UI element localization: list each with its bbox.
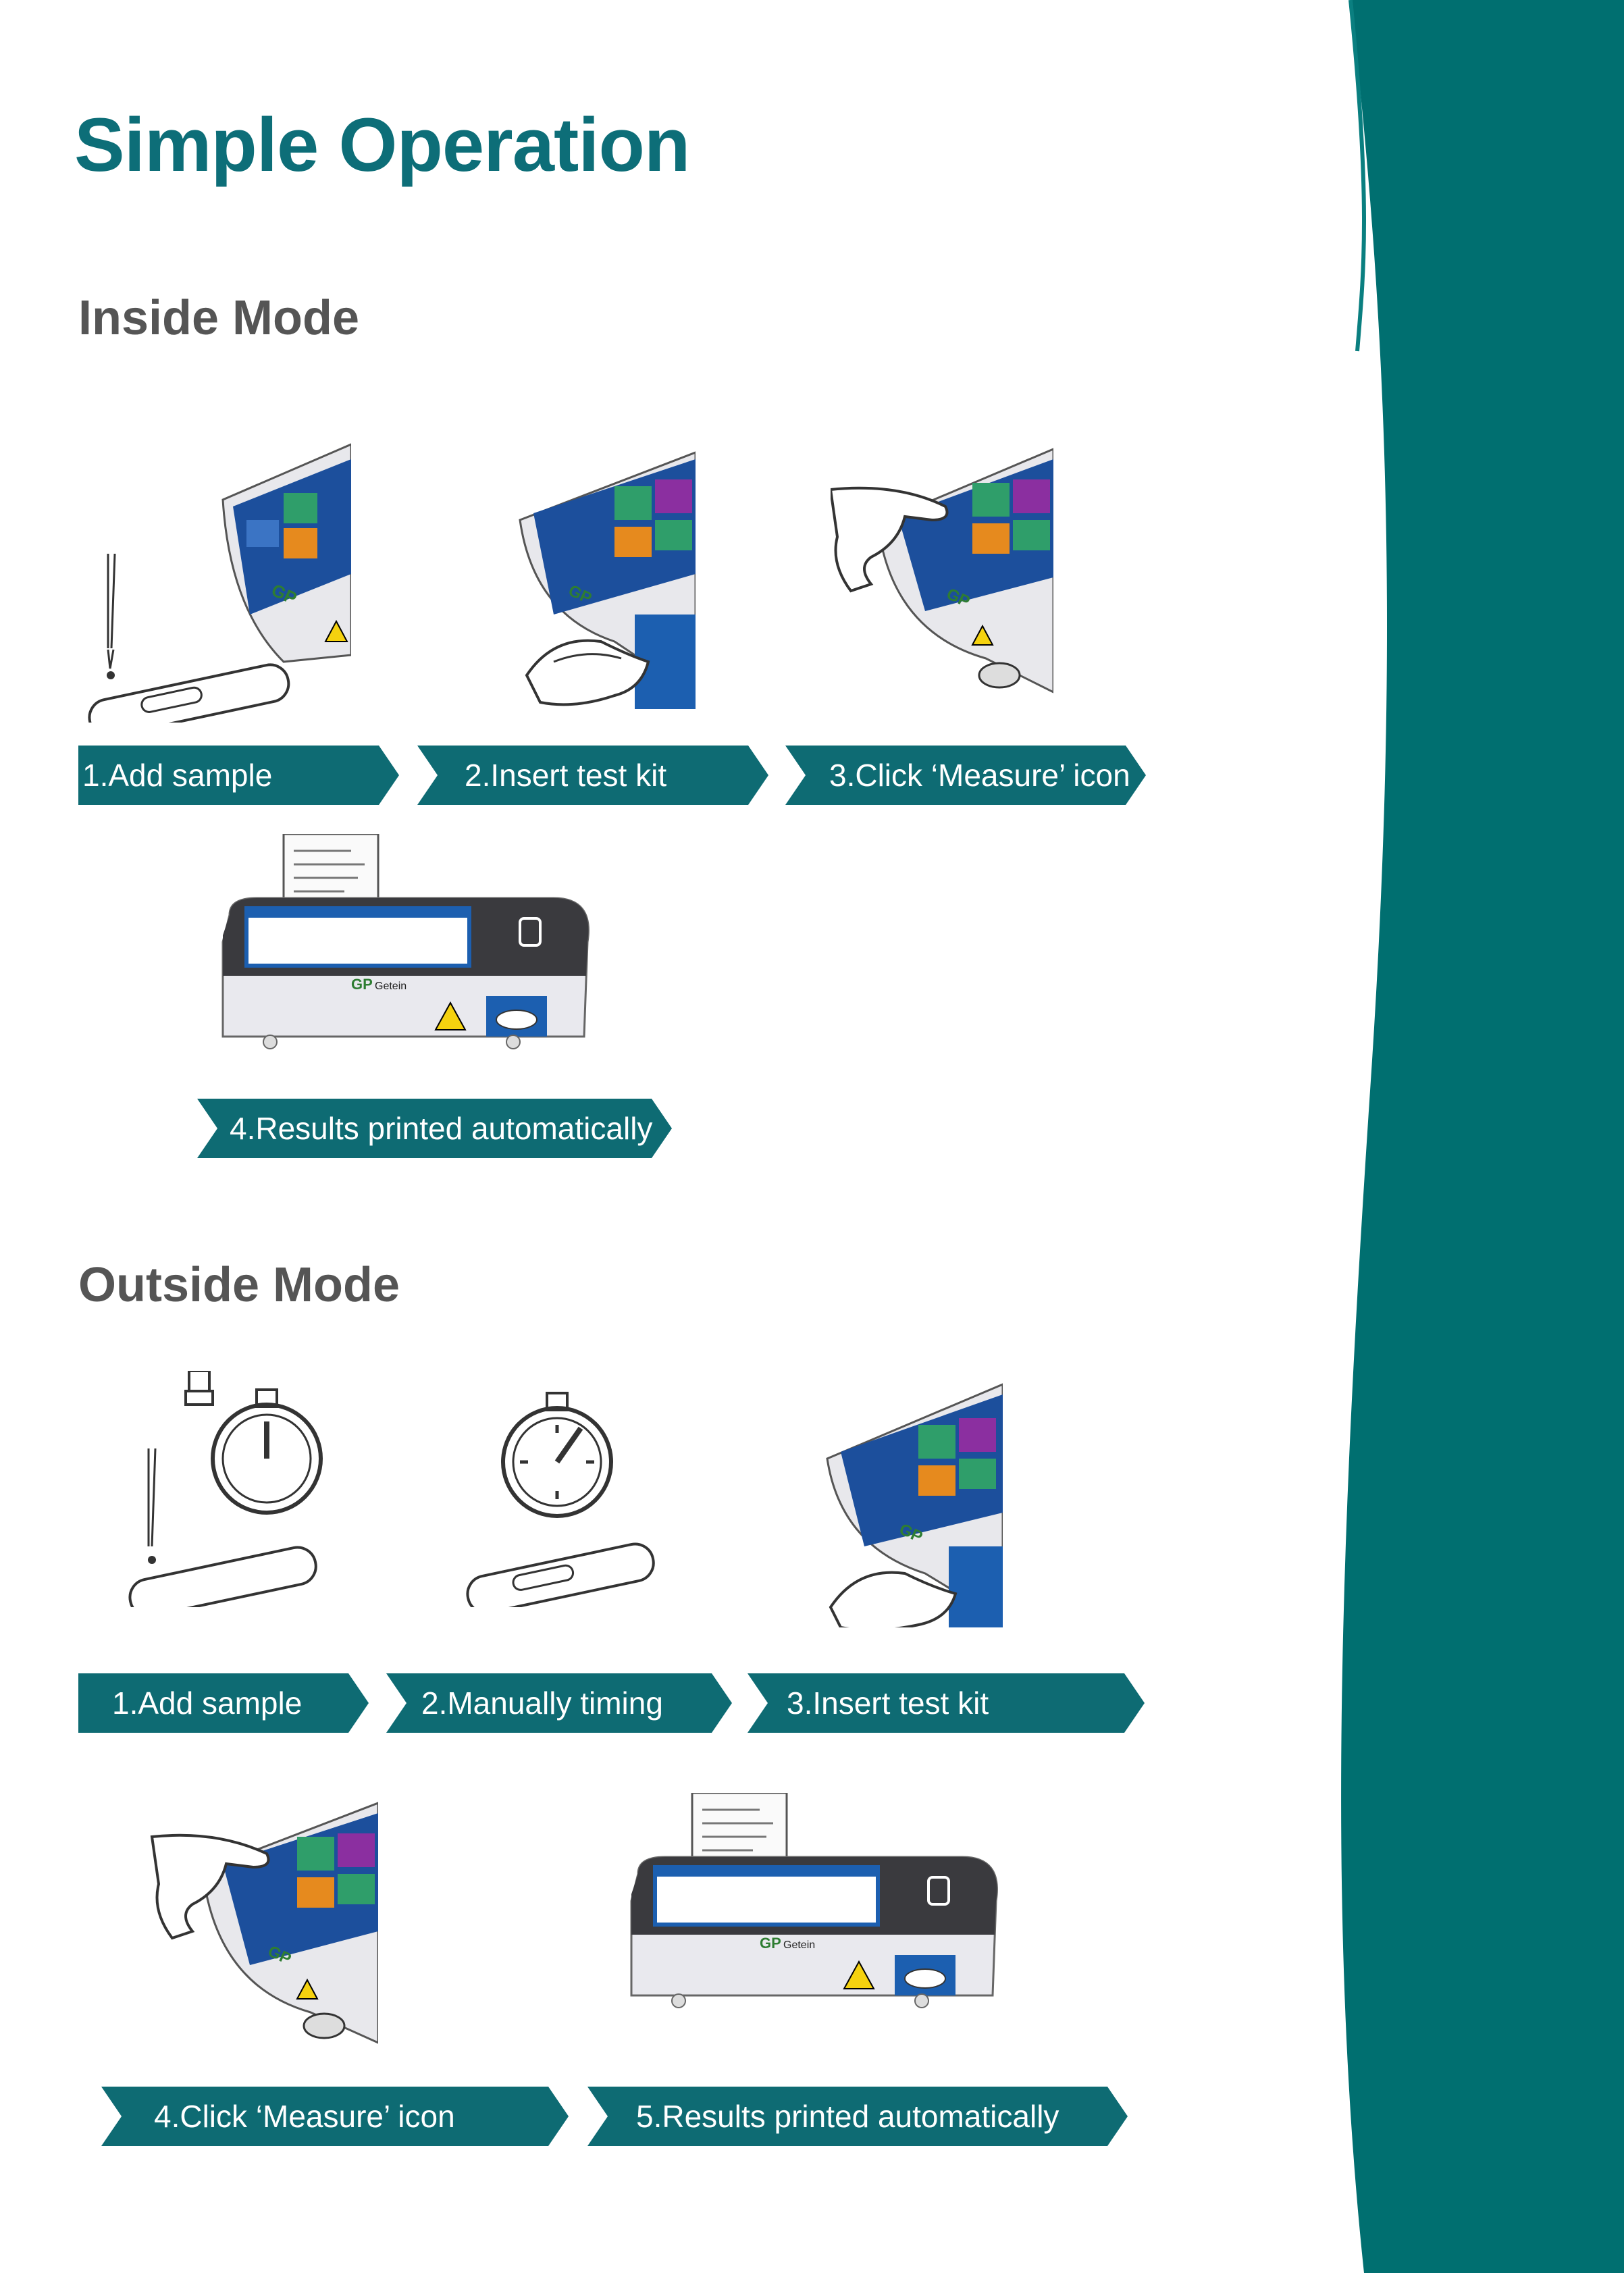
svg-text:Getein: Getein: [375, 981, 407, 992]
svg-text:GP: GP: [760, 1935, 781, 1952]
hand-insert-kit-icon: GP: [519, 451, 696, 709]
finger-touch-screen-icon: GP: [831, 448, 1053, 694]
finger-touch-screen-icon: GP: [150, 1802, 378, 2044]
outside-step-4-label: 4.Click ‘Measure’ icon: [101, 2087, 569, 2146]
analyzer-printer-icon: GP Getein: [221, 834, 590, 1049]
inside-mode-heading: Inside Mode: [78, 291, 360, 345]
svg-text:Getein: Getein: [783, 1939, 815, 1951]
pipette-test-strip-icon: GP: [88, 443, 351, 723]
outside-mode-heading: Outside Mode: [78, 1258, 400, 1312]
svg-text:GP: GP: [351, 976, 373, 993]
analyzer-printer-icon: GP Getein: [630, 1793, 998, 2008]
hand-insert-kit-icon: GP: [826, 1383, 1003, 1627]
outside-step-5-label: 5.Results printed automatically: [587, 2087, 1128, 2146]
outside-step-1-label: 1.Add sample: [78, 1673, 369, 1733]
outside-step-3-label: 3.Insert test kit: [748, 1673, 1145, 1733]
pipette-stopwatch-icon: [128, 1371, 323, 1607]
inside-step-3-label: 3.Click ‘Measure’ icon: [785, 746, 1146, 805]
outside-step-2-label: 2.Manually timing: [386, 1673, 732, 1733]
inside-step-4-label: 4.Results printed automatically: [197, 1099, 672, 1158]
stopwatch-strip-icon: [466, 1392, 655, 1607]
inside-step-2-label: 2.Insert test kit: [417, 746, 768, 805]
page-title: Simple Operation: [74, 103, 690, 187]
inside-step-1-label: 1.Add sample: [78, 746, 399, 805]
